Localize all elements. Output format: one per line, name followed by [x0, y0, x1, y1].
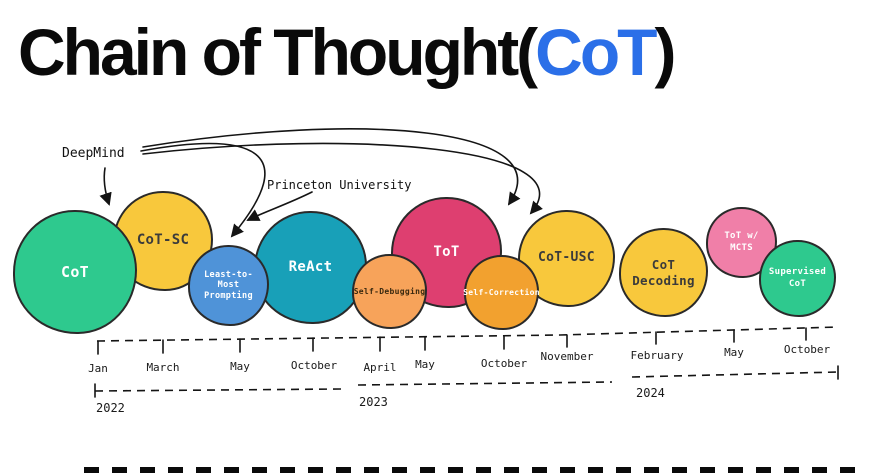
- bubble-self-correction-label: Self-Correction: [463, 287, 540, 297]
- timeline-year-2022: 2022: [96, 401, 125, 415]
- arrow-deepmind-to-tot-icon: [142, 128, 521, 206]
- bubble-self-debugging-label: Self-Debugging: [353, 286, 426, 296]
- title-prefix: Chain of Thought(: [18, 15, 538, 89]
- timeline-month-october-2024: October: [783, 343, 831, 356]
- timeline-month-may-2024: May: [724, 346, 744, 359]
- bubble-cot: CoT: [13, 210, 137, 334]
- timeline-month-april: April: [363, 361, 397, 374]
- bubble-least-to-most-prompting: Least-to-Most Prompting: [188, 245, 269, 326]
- bubble-self-correction: Self-Correction: [463, 255, 540, 330]
- timeline-month-february: February: [630, 349, 684, 362]
- bubble-tot-label: ToT: [433, 243, 460, 260]
- arrow-deepmind-to-cotsc-icon: [99, 167, 112, 206]
- timeline-year-2023: 2023: [359, 395, 388, 409]
- year-line-2024: [631, 371, 839, 378]
- title-highlight: CoT: [535, 15, 657, 89]
- timeline-month-may-2022: May: [230, 360, 250, 373]
- timeline-year-2024: 2024: [636, 386, 665, 400]
- bubble-cot-sc-label: CoT-SC: [136, 232, 190, 249]
- title-suffix: ): [654, 15, 676, 89]
- timeline-month-october-2022: October: [290, 359, 338, 372]
- year-line-2023: [357, 381, 613, 386]
- bubble-supervised-cot-label: Supervised CoT: [768, 267, 827, 289]
- bubble-cot-usc-label: CoT-USC: [538, 250, 595, 266]
- annotation-deepmind: DeepMind: [62, 146, 125, 161]
- bubble-tot-w-mcts-label: ToT w/ MCTS: [724, 231, 759, 253]
- annotation-princeton: Princeton University: [267, 178, 412, 192]
- bubble-supervised-cot: Supervised CoT: [759, 240, 836, 317]
- bubble-self-debugging: Self-Debugging: [352, 254, 427, 329]
- timeline-month-november: November: [540, 350, 594, 363]
- timeline-axis: [96, 326, 839, 342]
- timeline-month-march: March: [146, 361, 180, 374]
- page-title: Chain of Thought(CoT): [18, 14, 868, 90]
- year-line-2022: [94, 388, 342, 392]
- bubble-cot-label: CoT: [61, 262, 89, 281]
- timeline-month-october-2023: October: [480, 357, 528, 370]
- bottom-cutoff-marks: [84, 467, 868, 473]
- bubble-react: ReAct: [254, 211, 367, 324]
- bubble-react-label: ReAct: [288, 258, 333, 275]
- bubble-least-to-most-label: Least-to-Most Prompting: [204, 269, 253, 301]
- bubble-cot-decoding-label: CoT Decoding: [632, 256, 695, 288]
- timeline-month-may-2023: May: [415, 358, 435, 371]
- bubble-cot-decoding: CoT Decoding: [619, 228, 708, 317]
- timeline-month-jan: Jan: [88, 362, 108, 375]
